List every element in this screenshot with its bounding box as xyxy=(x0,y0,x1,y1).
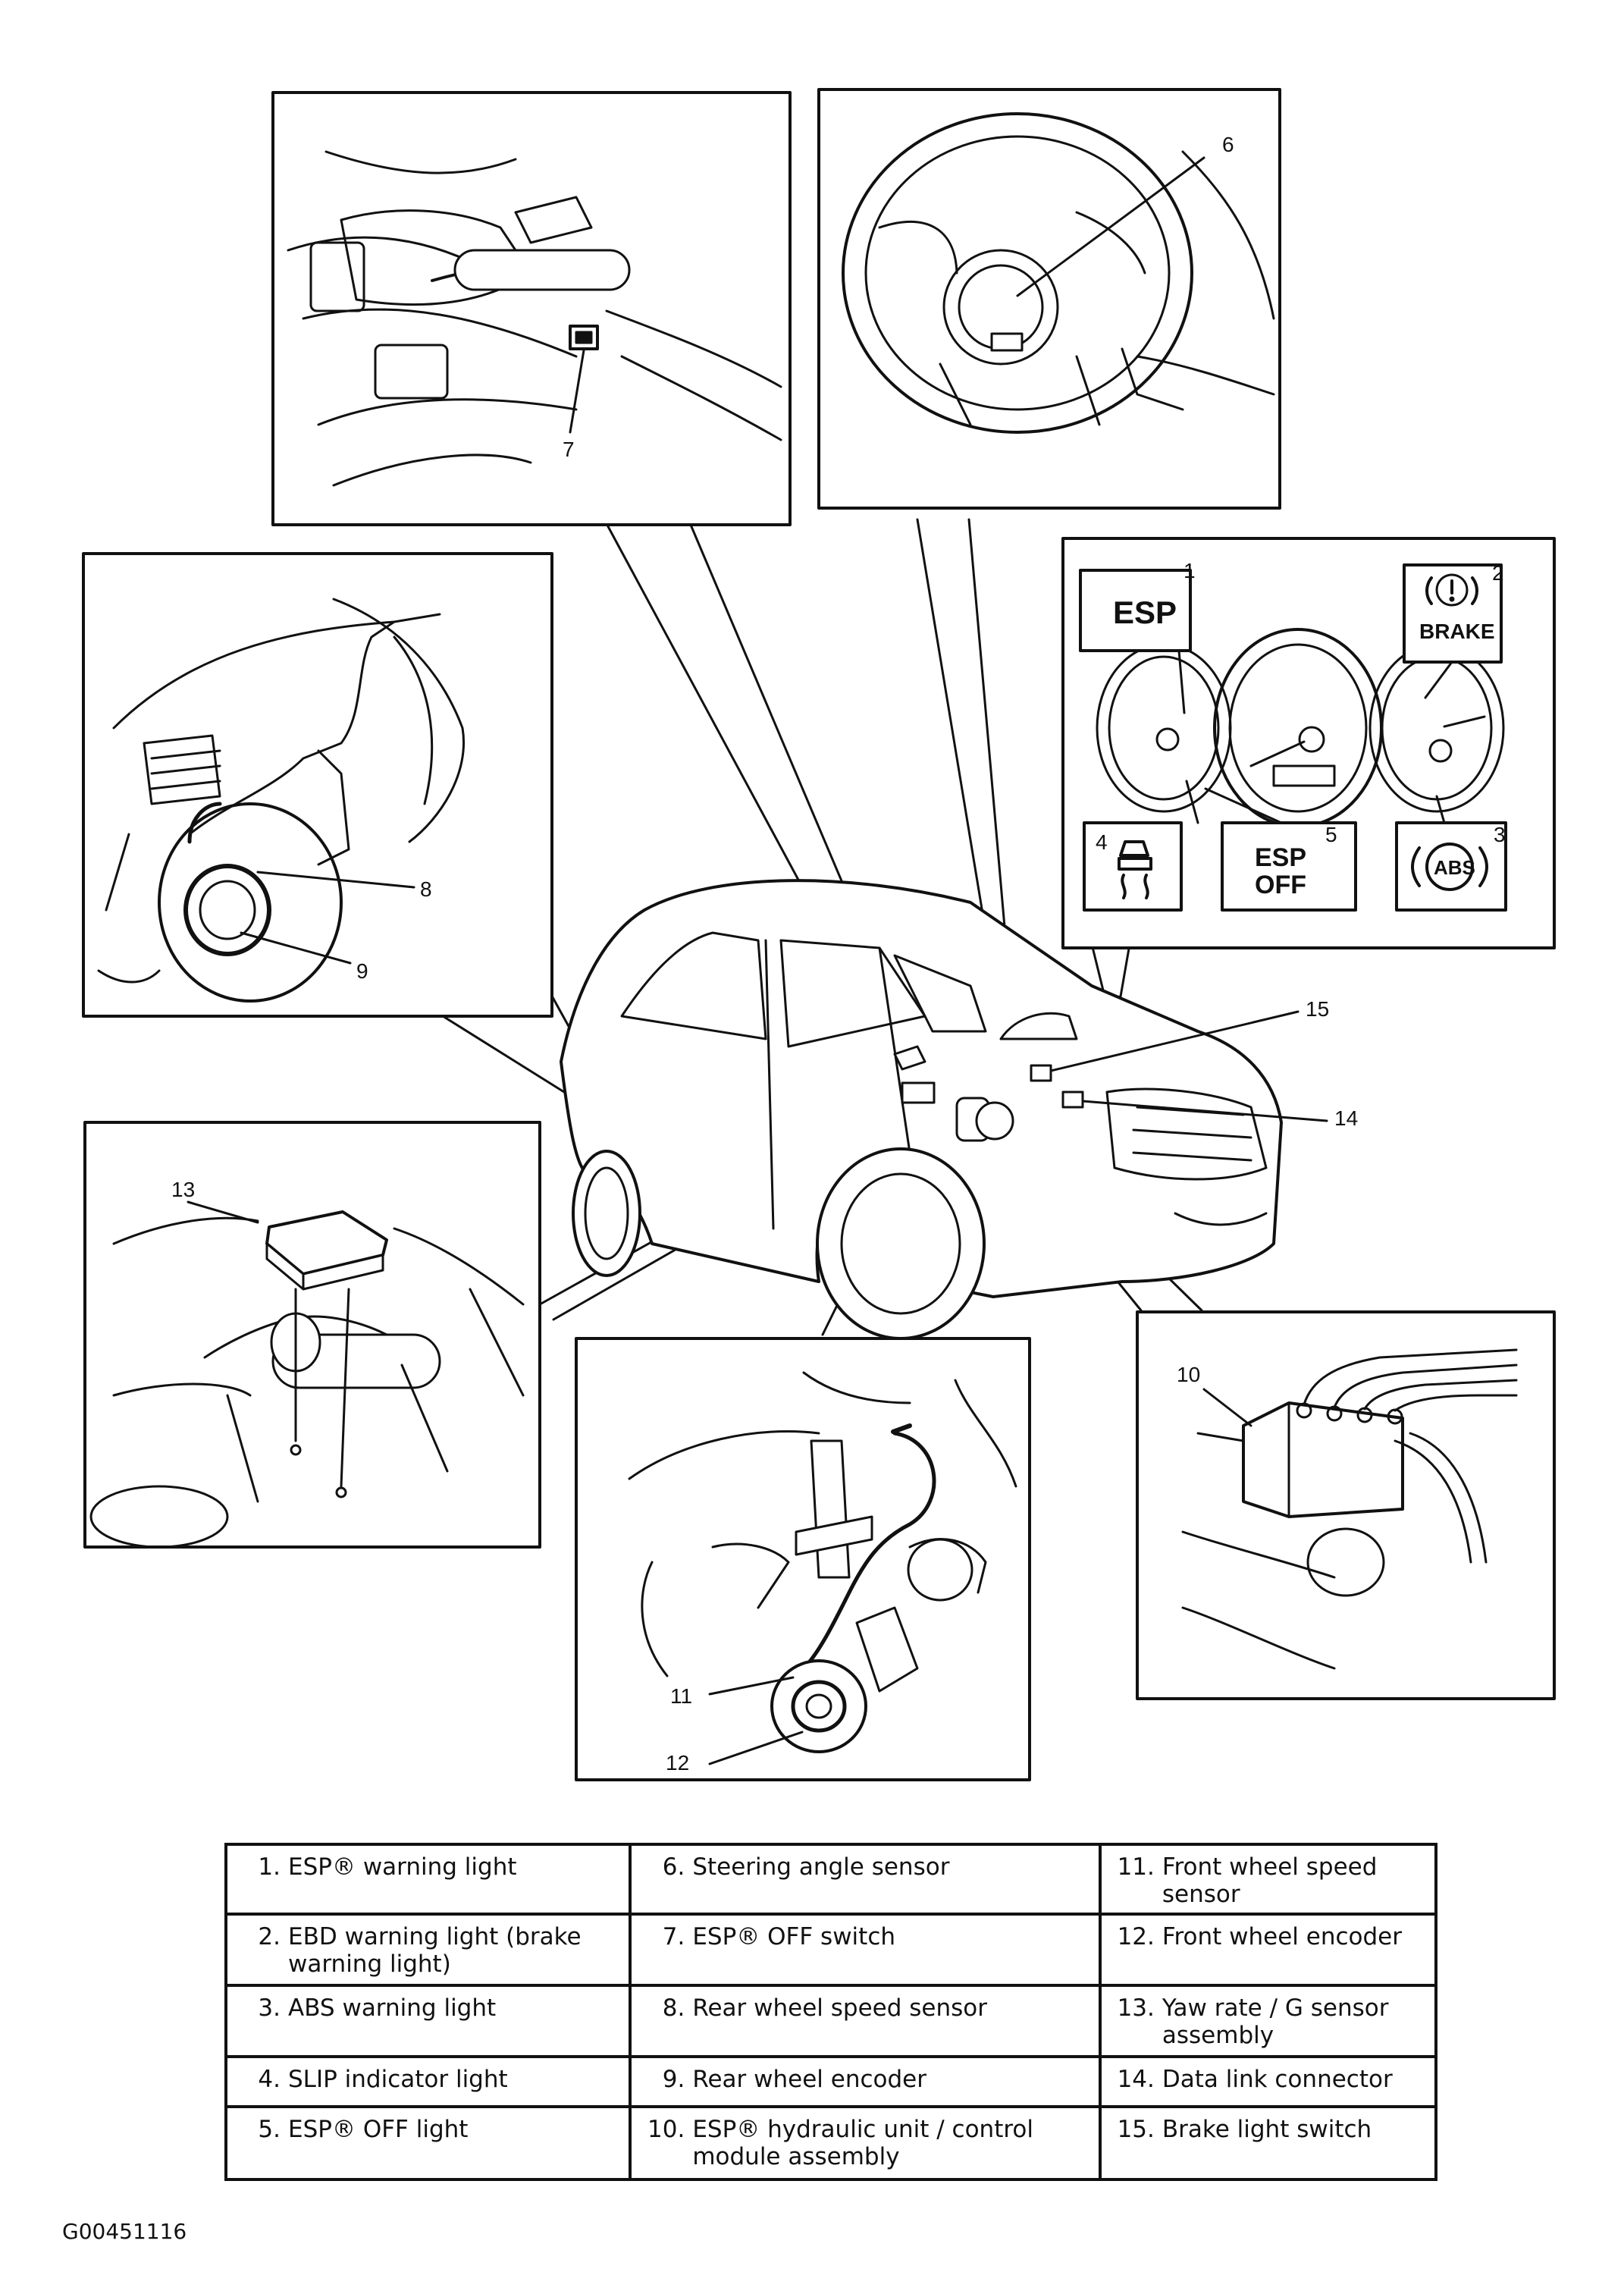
legend-item-6: 6.Steering angle sensor xyxy=(629,1843,1102,1916)
legend-item-9: 9.Rear wheel encoder xyxy=(629,2055,1102,2108)
legend-item-10: 10.ESP® hydraulic unit / control module … xyxy=(629,2105,1102,2181)
legend-item-5: 5.ESP® OFF light xyxy=(224,2105,632,2181)
panel-front-wheel: 11 12 xyxy=(575,1337,1031,1781)
esp-off-text-line1: ESP xyxy=(1255,843,1306,872)
callout-6: 6 xyxy=(1222,133,1234,156)
legend-item-2: 2.EBD warning light (brake warning light… xyxy=(224,1913,632,1987)
brake-warning-light: BRAKE 2 xyxy=(1403,561,1504,664)
legend-item-15: 15.Brake light switch xyxy=(1098,2105,1438,2181)
esp-off-text-line2: OFF xyxy=(1255,871,1306,899)
esp-off-light: ESP OFF 5 xyxy=(1221,821,1357,912)
legend-item-14: 14.Data link connector xyxy=(1098,2055,1438,2108)
callout-7: 7 xyxy=(563,438,575,461)
panel-hydraulic-unit: 10 xyxy=(1136,1310,1556,1700)
slip-indicator-light: 4 xyxy=(1083,821,1183,912)
legend-item-11: 11.Front wheel speed sensor xyxy=(1098,1843,1438,1916)
callout-10: 10 xyxy=(1177,1363,1200,1386)
panel-esp-off-switch: 7 xyxy=(271,91,792,526)
abs-symbol-text: ABS xyxy=(1434,856,1475,879)
callout-12: 12 xyxy=(666,1751,689,1775)
component-legend-table: 1.ESP® warning light 6.Steering angle se… xyxy=(224,1843,1438,2181)
panel-steering-angle-sensor: 6 xyxy=(817,88,1281,510)
callout-1: 1 xyxy=(1184,559,1196,582)
legend-item-4: 4.SLIP indicator light xyxy=(224,2055,632,2108)
esp-warning-light: ESP 1 xyxy=(1079,559,1196,652)
callout-3: 3 xyxy=(1494,823,1506,846)
callout-8: 8 xyxy=(420,877,432,901)
brake-symbol-text: BRAKE xyxy=(1419,620,1495,643)
callout-2: 2 xyxy=(1492,561,1504,585)
panel-instrument-cluster: ESP 1 BRAKE 2 4 ESP OFF 5 xyxy=(1061,537,1556,949)
legend-item-8: 8.Rear wheel speed sensor xyxy=(629,1984,1102,2058)
callout-15: 15 xyxy=(1306,997,1329,1021)
legend-item-12: 12.Front wheel encoder xyxy=(1098,1913,1438,1987)
abs-warning-light: ABS 3 xyxy=(1395,821,1507,912)
callout-5: 5 xyxy=(1325,823,1337,846)
callout-4: 4 xyxy=(1096,830,1108,854)
callout-9: 9 xyxy=(356,959,368,983)
panel-yaw-rate-sensor: 13 xyxy=(83,1121,541,1549)
legend-item-1: 1.ESP® warning light xyxy=(224,1843,632,1916)
legend-item-7: 7.ESP® OFF switch xyxy=(629,1913,1102,1987)
panel-rear-wheel: 8 9 xyxy=(82,552,553,1018)
vehicle-outline: 15 14 xyxy=(560,879,1358,1340)
legend-item-3: 3.ABS warning light xyxy=(224,1984,632,2058)
callout-14: 14 xyxy=(1334,1106,1358,1130)
callout-13: 13 xyxy=(171,1178,195,1201)
legend-item-13: 13.Yaw rate / G sensor assembly xyxy=(1098,1984,1438,2058)
figure-id: G00451116 xyxy=(62,2219,187,2244)
esp-symbol-text: ESP xyxy=(1113,595,1177,630)
callout-11: 11 xyxy=(670,1684,692,1708)
